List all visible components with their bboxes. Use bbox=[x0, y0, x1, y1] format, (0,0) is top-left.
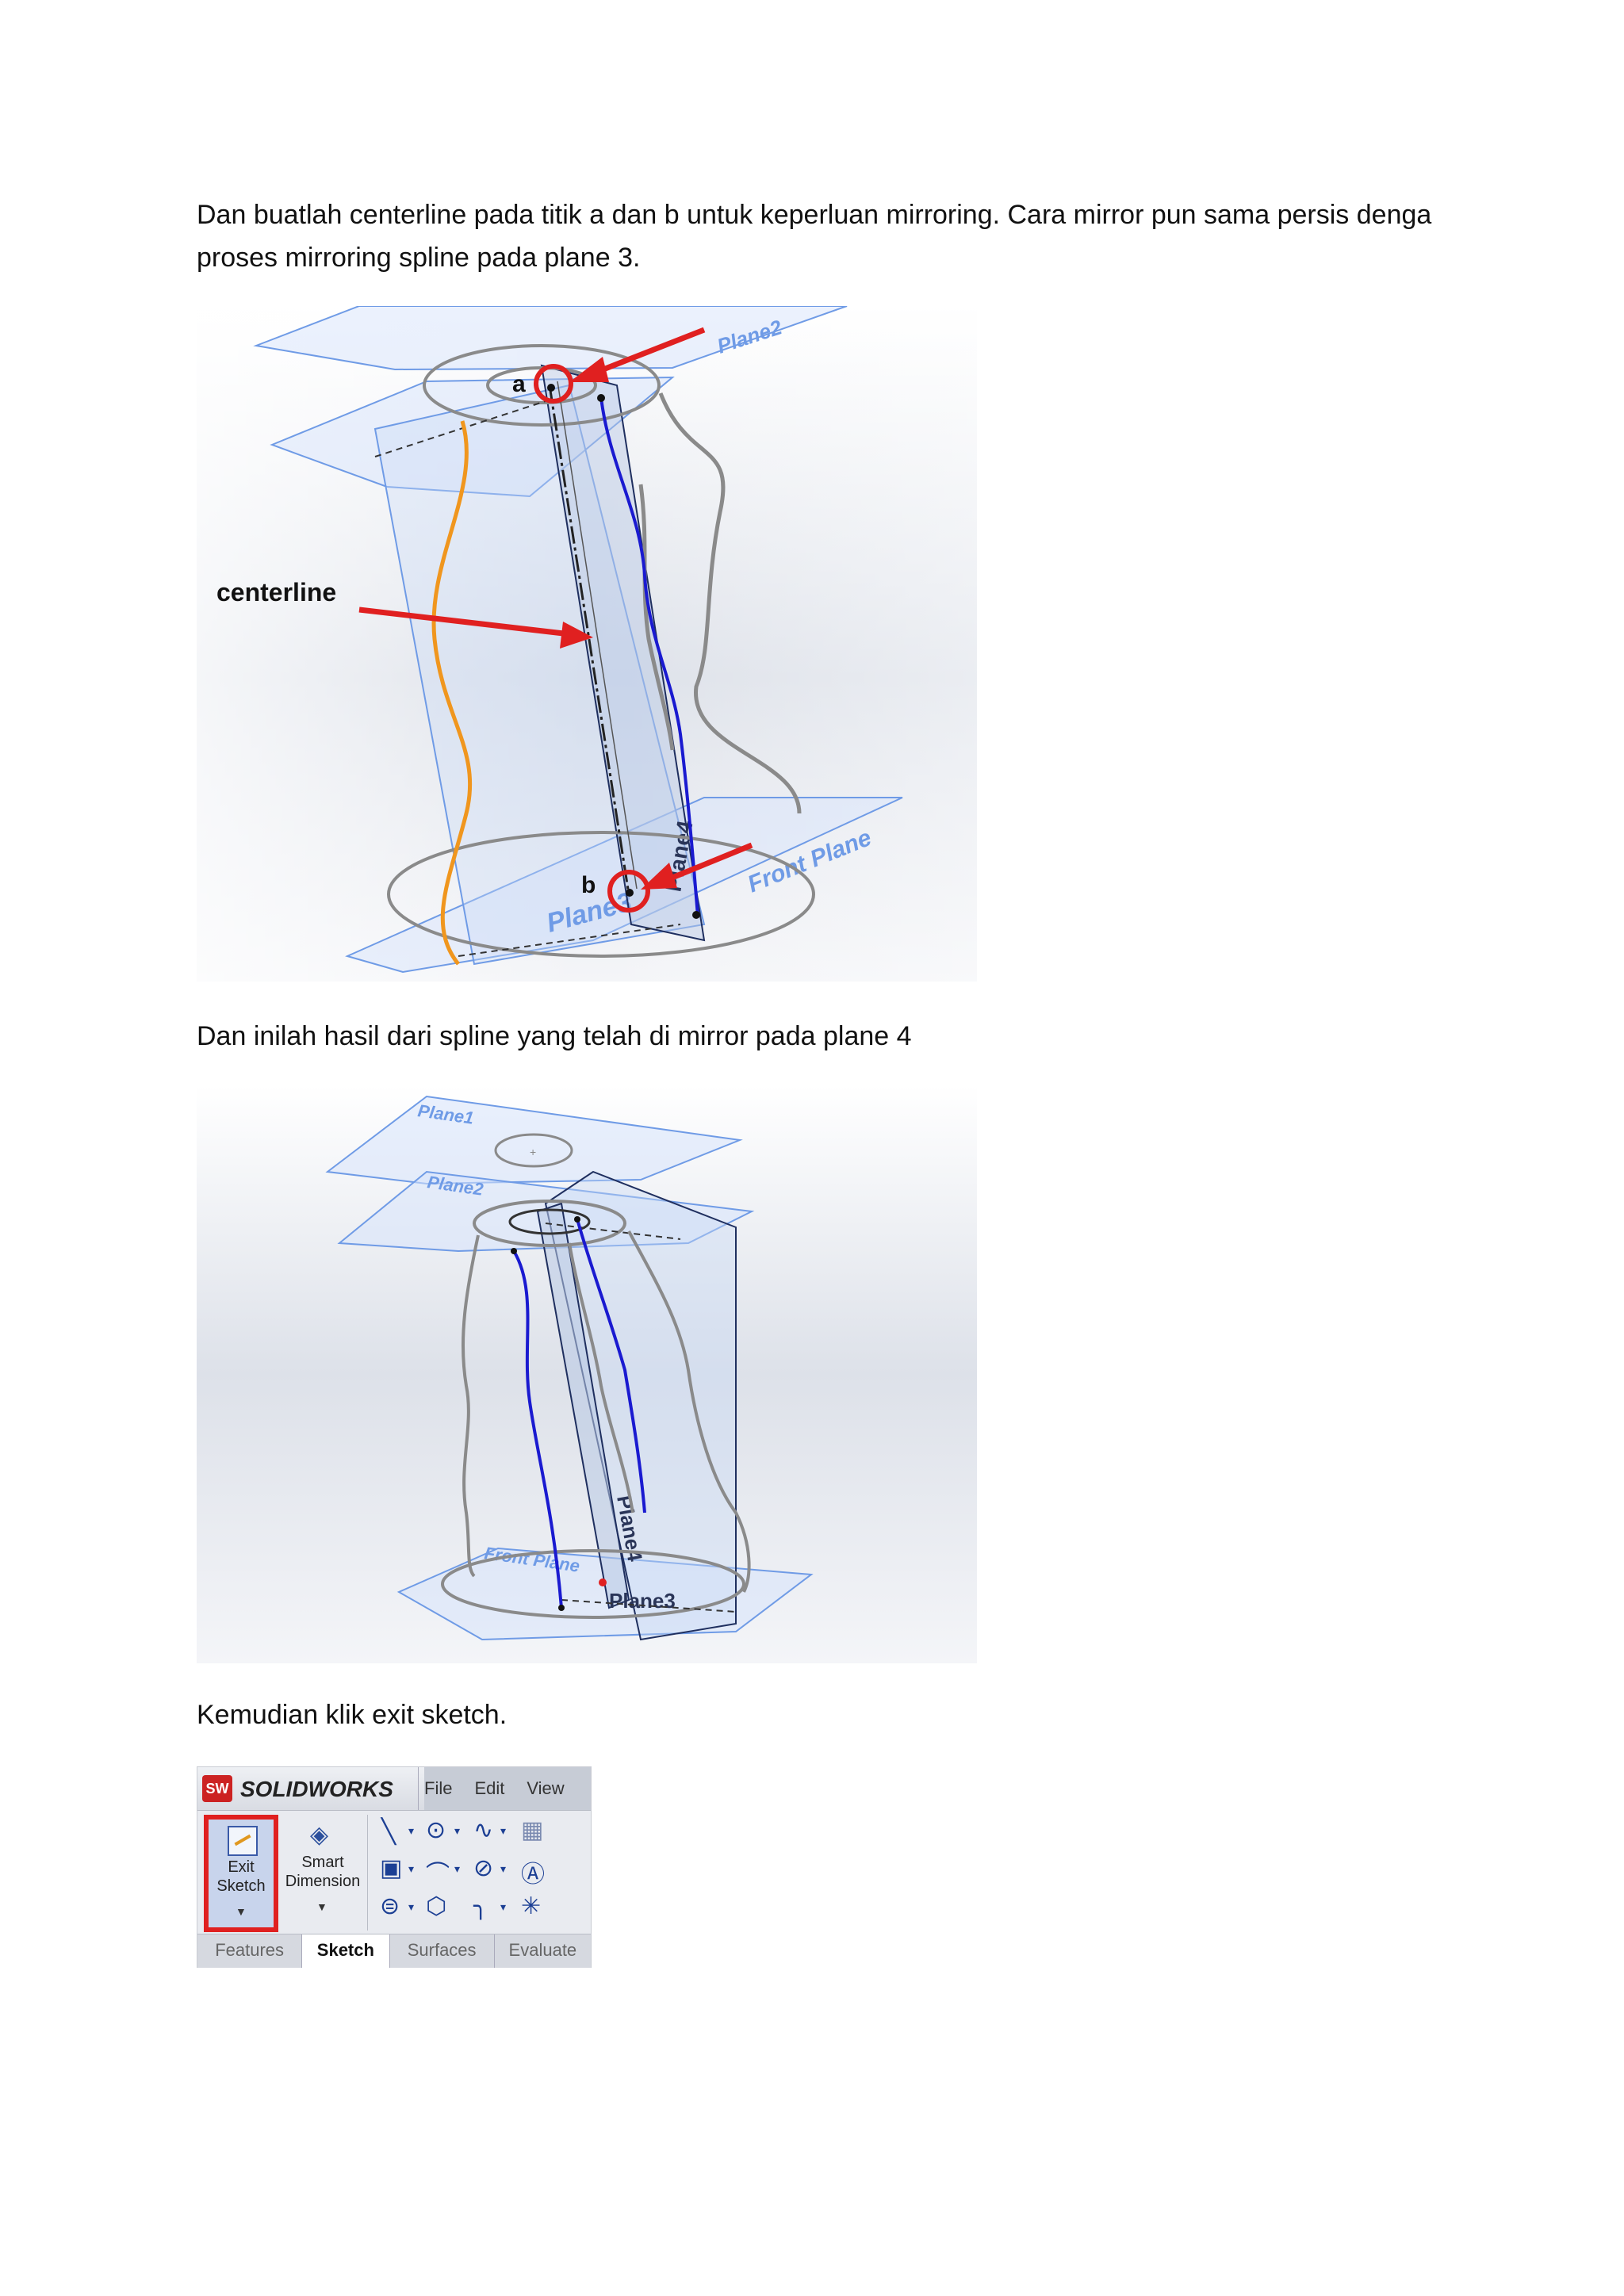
plane1-surface bbox=[270, 376, 675, 498]
solidworks-toolbar: SW SOLIDWORKS File Edit View Exit Sketch… bbox=[197, 1766, 592, 1968]
gray-right-spline bbox=[627, 1230, 751, 1593]
gray-inner-spline bbox=[638, 484, 675, 751]
top-ellipse bbox=[423, 344, 661, 427]
chevron-down-icon: ▼ bbox=[316, 1900, 327, 1913]
paragraph-mirror-result: Dan inilah hasil dari spline yang telah … bbox=[197, 1021, 912, 1051]
arc-icon[interactable]: ⌒ bbox=[426, 1862, 450, 1888]
marker-b bbox=[607, 870, 650, 913]
rectangle-icon[interactable]: ▣ bbox=[380, 1855, 403, 1881]
label-b: b bbox=[581, 872, 596, 898]
ellipse-icon[interactable]: ⊘ bbox=[473, 1855, 494, 1881]
bottom-ellipse bbox=[441, 1549, 745, 1619]
marker-a bbox=[534, 364, 573, 404]
solidworks-logo-icon: SW bbox=[202, 1775, 232, 1802]
plane3-surface bbox=[544, 1170, 737, 1641]
smart-dimension-label-2: Dimension bbox=[285, 1873, 361, 1890]
bottom-ellipse bbox=[387, 831, 815, 958]
tab-sketch[interactable]: Sketch bbox=[302, 1934, 390, 1968]
brand-name: SOLIDWORKS bbox=[240, 1777, 393, 1801]
label-plane3: Plane3 bbox=[609, 1589, 676, 1613]
plane1-surface bbox=[325, 1095, 743, 1185]
svg-text:+: + bbox=[530, 1146, 536, 1158]
chevron-down-icon: ▼ bbox=[236, 1905, 247, 1918]
gray-left-spline bbox=[461, 1234, 480, 1578]
label-a: a bbox=[512, 371, 526, 397]
exit-sketch-button[interactable]: Exit Sketch ▼ bbox=[204, 1815, 278, 1932]
text-icon[interactable]: Ⓐ bbox=[521, 1862, 545, 1888]
plane4-surface bbox=[536, 1202, 630, 1609]
top-ellipse bbox=[473, 1200, 626, 1247]
plane2-surface bbox=[253, 306, 848, 371]
front-plane-surface bbox=[396, 1547, 814, 1641]
menu-view[interactable]: View bbox=[527, 1778, 565, 1798]
menu-edit[interactable]: Edit bbox=[474, 1778, 505, 1798]
paragraph-exit-sketch: Kemudian klik exit sketch. bbox=[197, 1700, 508, 1730]
line-icon[interactable]: ╲ bbox=[381, 1819, 396, 1845]
point-icon[interactable]: ✳ bbox=[521, 1893, 542, 1919]
arrow-centerline bbox=[358, 607, 578, 638]
plane1-ellipse bbox=[494, 1133, 573, 1168]
top-inner-ellipse bbox=[508, 1208, 591, 1235]
exit-sketch-label-2: Sketch bbox=[216, 1877, 266, 1895]
command-manager-tabs: Features Sketch Surfaces Evaluate bbox=[197, 1934, 591, 1968]
gray-spline bbox=[658, 392, 802, 814]
tab-features[interactable]: Features bbox=[197, 1934, 303, 1968]
smart-dimension-icon: ◈ bbox=[310, 1822, 329, 1848]
label-centerline: centerline bbox=[216, 578, 336, 607]
arrow-a bbox=[592, 327, 706, 377]
centerline bbox=[548, 385, 630, 895]
smart-dimension-button[interactable]: ◈ Smart Dimension ▼ bbox=[282, 1815, 364, 1932]
figure-centerline: Plane2 Front Plane Plane3 Plane4 a b cen… bbox=[197, 306, 977, 982]
circle-icon[interactable]: ⊙ bbox=[426, 1817, 446, 1843]
exit-sketch-label-1: Exit bbox=[228, 1858, 255, 1876]
spline-icon[interactable]: ∿ bbox=[473, 1817, 494, 1843]
tab-surfaces[interactable]: Surfaces bbox=[390, 1934, 495, 1968]
polygon-icon[interactable]: ⬡ bbox=[426, 1893, 447, 1919]
title-bar: SW SOLIDWORKS File Edit View bbox=[197, 1767, 591, 1811]
blue-original-spline bbox=[576, 1219, 646, 1513]
smart-dimension-label-1: Smart bbox=[301, 1854, 344, 1871]
tab-evaluate[interactable]: Evaluate bbox=[508, 1940, 577, 1960]
orange-spline bbox=[431, 420, 473, 966]
blue-spline bbox=[599, 396, 699, 917]
fillet-icon[interactable]: ╮ bbox=[473, 1893, 488, 1919]
blue-mirrored-spline bbox=[512, 1249, 563, 1609]
arrow-b bbox=[663, 842, 753, 884]
figure-mirror-result: Plane1 + Plane2 Front Plane Plane4 Plane… bbox=[197, 1085, 977, 1663]
exit-sketch-icon bbox=[228, 1826, 258, 1856]
menu-file[interactable]: File bbox=[424, 1778, 453, 1798]
plane3-surface bbox=[373, 384, 706, 966]
slot-icon[interactable]: ⊜ bbox=[380, 1893, 400, 1919]
grid-icon[interactable]: ▦ bbox=[521, 1817, 544, 1843]
paragraph-centerline-instruction: Dan buatlah centerline pada titik a dan … bbox=[197, 200, 1432, 273]
